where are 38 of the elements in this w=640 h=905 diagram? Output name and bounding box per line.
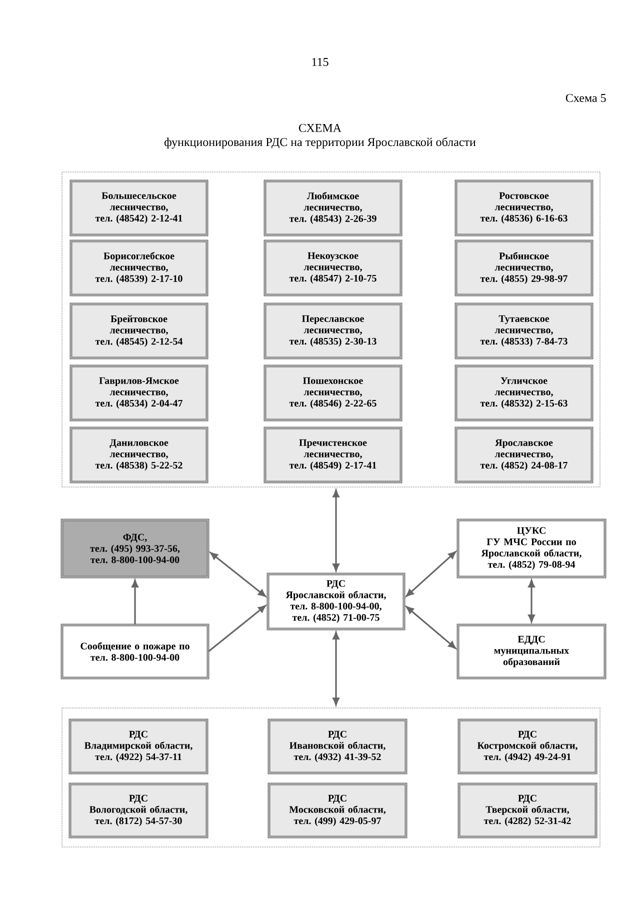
info-box: Ростовское лесничество, тел. (48536) 6-16-63 (454, 180, 594, 236)
arrow (208, 605, 266, 652)
scheme-number: Схема 5 (566, 94, 606, 102)
info-box: Борисоглебское лесничество, тел. (48539) 2-17-10 (70, 240, 208, 296)
double-arrow (210, 552, 266, 597)
info-box: Ярославское лесничество, тел. (4852) 24-08-17 (454, 426, 594, 484)
page-number: 115 (312, 58, 328, 66)
info-box: Даниловское лесничество, тел. (48538) 5-22-52 (70, 426, 208, 484)
info-box: Угличское лесничество, тел. (48532) 2-15-63 (454, 364, 594, 422)
info-box: ЕДДС муниципальных образований (456, 624, 606, 680)
double-arrow (332, 490, 340, 572)
info-box: Любимское лесничество, тел. (48543) 2-26-39 (264, 180, 402, 236)
info-box: ФДС, тел. (495) 993-37-56, тел. 8-800-100-94-00 (60, 518, 210, 578)
info-box: РДС Тверской области, тел. (4282) 52-31-42 (458, 782, 598, 838)
info-box: Сообщение о пожаре по тел. 8-800-100-94-00 (60, 624, 210, 680)
info-box: ЦУКС ГУ МЧС России по Ярославской области, тел. (4852) 79-08-94 (456, 518, 606, 578)
info-box: Большесельское лесничество, тел. (48542) 2-12-41 (70, 180, 208, 236)
info-box: Тутаевское лесничество, тел. (48533) 7-84-73 (454, 302, 594, 360)
title: СХЕМА (298, 124, 342, 132)
info-box: РДС Вологодской области, тел. (8172) 54-57-30 (68, 782, 208, 838)
info-box: Рыбинское лесничество, тел. (4855) 29-98-97 (454, 240, 594, 296)
double-arrow (332, 632, 340, 706)
subtitle: функционирования РДС на территории Ярославской области (164, 137, 476, 149)
info-box: РДС Ярославской области, тел. 8-800-100-94-00, тел. (4852) 71-00-75 (266, 572, 406, 630)
info-box: Брейтовское лесничество, тел. (48545) 2-12-54 (70, 302, 208, 360)
double-arrow (528, 580, 535, 622)
arrow (132, 580, 138, 625)
info-box: Пошехонское лесничество, тел. (48546) 2-22-65 (264, 364, 402, 422)
double-arrow (406, 551, 456, 597)
info-box: РДС Владимирской области, тел. (4922) 54-37-11 (68, 718, 208, 774)
info-box: РДС Московской области, тел. (499) 429-05-97 (268, 782, 408, 838)
info-box: Пречистенское лесничество, тел. (48549) 2-17-41 (264, 426, 402, 484)
info-box: РДС Костромской области, тел. (4942) 49-24-91 (458, 718, 598, 774)
info-box: Гаврилов-Ямское лесничество, тел. (48534) 2-04-47 (70, 364, 208, 422)
info-box: РДС Ивановской области, тел. (4932) 41-39-52 (268, 718, 408, 774)
info-box: Некоузское лесничество, тел. (48547) 2-10-75 (264, 240, 402, 296)
double-arrow (406, 606, 456, 649)
info-box: Переславское лесничество, тел. (48535) 2-30-13 (264, 302, 402, 360)
